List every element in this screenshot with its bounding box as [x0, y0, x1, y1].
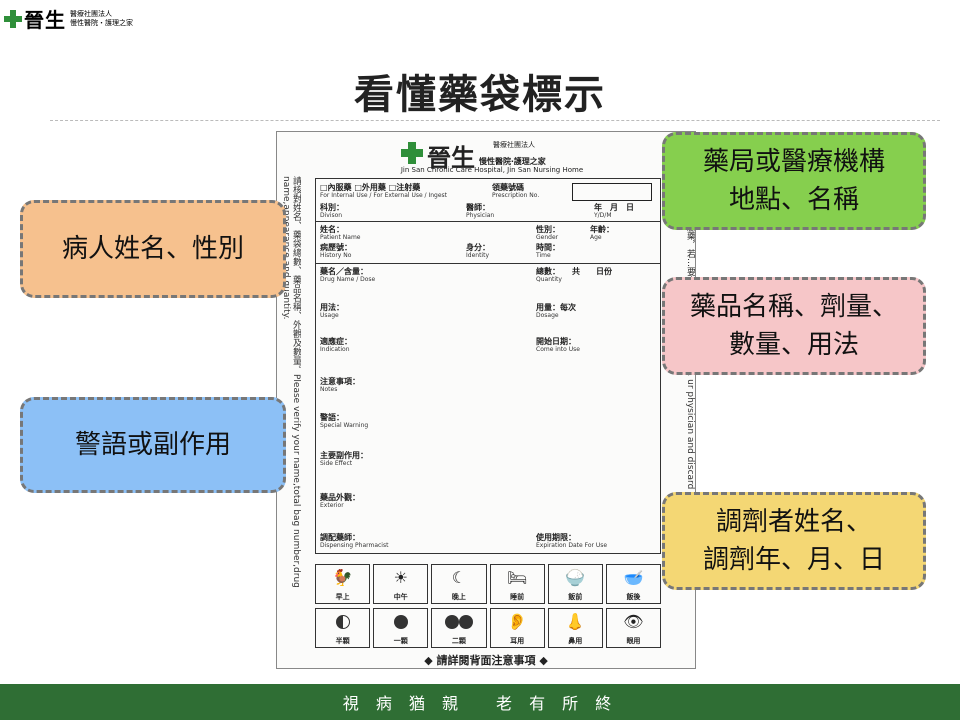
after-meal-icon: 🥣飯後	[605, 564, 662, 604]
logo-brand: 晉生	[24, 8, 66, 32]
row-divider	[316, 263, 660, 264]
medicine-bag-image: 請核對姓名、藥袋總數、藥品名稱、外觀及數量。Please verify your…	[276, 131, 696, 669]
physician-label: 醫師： Physician	[466, 203, 495, 219]
identity-label: 身分： Identity	[466, 243, 490, 259]
timing-icons-row: 🐓早上 ☀中午 ☾晚上 🛏睡前 🍚飯前 🥣飯後	[315, 564, 662, 604]
callout-line: 數量、用法	[728, 330, 859, 360]
callout-dispenser-date: 調劑者姓名、 調劑年、月、日	[662, 492, 926, 590]
callout-line: 調劑者姓名、	[715, 507, 872, 537]
side-effect-label: 主要副作用： Side Effect	[320, 451, 368, 467]
bag-cross-icon	[401, 142, 423, 164]
callout-line: 藥局或醫療機構	[702, 147, 885, 177]
two-pills-icon: 二顆	[431, 608, 487, 648]
bag-dept: 慢性醫院‧護理之家	[479, 157, 546, 166]
history-label: 病歷號： History No	[320, 243, 352, 259]
start-date-label: 開始日期： Come into Use	[536, 337, 580, 353]
quantity-label: 總數： 共 日份 Quantity	[536, 267, 612, 283]
dosage-label: 用量：每次 Dosage	[536, 303, 576, 319]
slide-title: 看懂藥袋標示	[354, 72, 606, 118]
half-pill-icon: 半顆	[315, 608, 371, 648]
callout-drug-name-dose-usage: 藥品名稱、劑量、 數量、用法	[662, 277, 926, 375]
bag-footer-note: ◆ 請詳閱背面注意事項 ◆	[424, 654, 548, 667]
nose-icon: 👃鼻用	[547, 608, 603, 648]
evening-icon: ☾晚上	[431, 564, 487, 604]
special-warning-label: 警語： Special Warning	[320, 413, 369, 429]
callout-line: 藥品名稱、劑量、	[689, 292, 898, 322]
rx-no-box	[572, 183, 652, 201]
type-row: □內服藥 □外用藥 □注射藥 For Internal Use / For Ex…	[320, 183, 448, 199]
gender-label: 性別： Gender	[536, 225, 560, 241]
date-label: 年 月 日 Y/D/M	[594, 203, 634, 219]
drug-name-label: 藥名／含量： Drug Name / Dose	[320, 267, 376, 283]
footer-bar: 視 病 猶 親 老 有 所 終	[0, 684, 960, 720]
callout-patient-name-gender: 病人姓名、性別	[20, 200, 286, 298]
dose-icons-row: 半顆 一顆 二顆 👂耳用 👃鼻用 👁眼用	[315, 608, 662, 648]
usage-label: 用法： Usage	[320, 303, 344, 319]
callout-line: 調劑年、月、日	[702, 545, 885, 575]
hospital-logo: 晉生 醫療社團法人 慢性醫院‧護理之家	[4, 4, 133, 33]
bag-org: 醫療社團法人	[493, 141, 535, 149]
exterior-label: 藥品外觀： Exterior	[320, 493, 360, 509]
callout-warning-side-effects: 警語或副作用	[20, 397, 286, 493]
age-label: 年齡： Age	[590, 225, 614, 241]
eye-icon: 👁眼用	[605, 608, 662, 648]
division-label: 科別： Divison	[320, 203, 344, 219]
bag-side-left-text: 請核對姓名、藥袋總數、藥品名稱、外觀及數量。Please verify your…	[281, 176, 301, 588]
bag-header: 晉生 醫療社團法人 慢性醫院‧護理之家 Jin San Chronic Care…	[387, 136, 627, 176]
expiry-label: 使用期限： Expiration Date For Use	[536, 533, 608, 549]
logo-line2: 慢性醫院‧護理之家	[70, 18, 133, 27]
logo-subtitle: 醫療社團法人 慢性醫院‧護理之家	[70, 10, 133, 28]
patient-name-label: 姓名： Patient Name	[320, 225, 361, 241]
notes-label: 注意事項： Notes	[320, 377, 360, 393]
bag-form: □內服藥 □外用藥 □注射藥 For Internal Use / For Ex…	[315, 178, 661, 554]
morning-icon: 🐓早上	[315, 564, 371, 604]
ear-icon: 👂耳用	[489, 608, 545, 648]
bag-brand: 晉生	[427, 143, 475, 172]
logo-line1: 醫療社團法人	[70, 9, 112, 18]
callout-pharmacy-location-name: 藥局或醫療機構 地點、名稱	[662, 132, 926, 230]
rx-no-label: 領藥號碼 Prescription No.	[492, 183, 540, 199]
before-meal-icon: 🍚飯前	[547, 564, 603, 604]
footer-motto-2: 老 有 所 終	[496, 694, 618, 713]
footer-motto-1: 視 病 猶 親	[342, 694, 464, 713]
bedtime-icon: 🛏睡前	[489, 564, 545, 604]
callout-line: 地點、名稱	[728, 185, 859, 215]
time-label: 時間： Time	[536, 243, 560, 259]
pharmacist-label: 調配藥師： Dispensing Pharmacist	[320, 533, 389, 549]
bag-english-name: Jin San Chronic Care Hospital, Jin San N…	[400, 166, 584, 174]
noon-icon: ☀中午	[373, 564, 429, 604]
title-divider	[50, 120, 940, 121]
indication-label: 適應症： Indication	[320, 337, 352, 353]
row-divider	[316, 221, 660, 222]
green-cross-icon	[4, 9, 22, 28]
one-pill-icon: 一顆	[373, 608, 429, 648]
